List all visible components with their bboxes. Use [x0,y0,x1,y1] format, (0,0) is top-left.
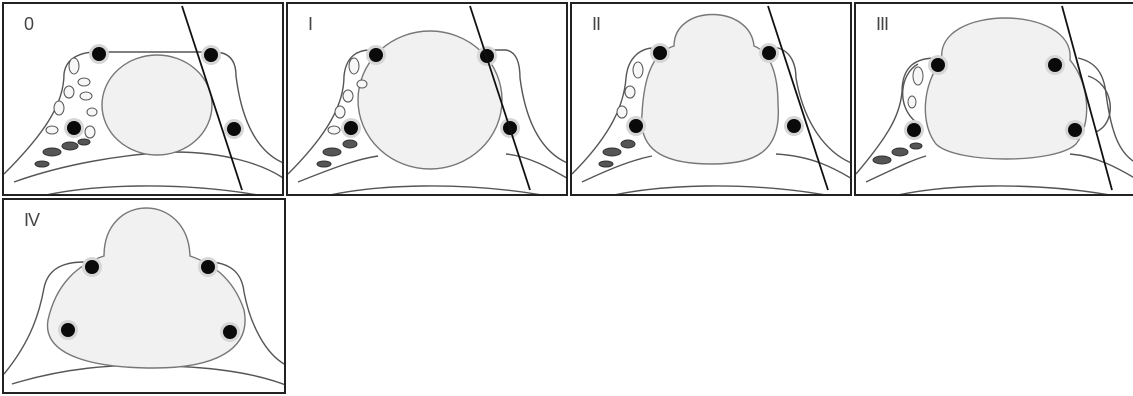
grade-4-diagram [4,200,286,394]
lower-fold [14,152,284,182]
grade-2-diagram [572,4,852,196]
bottom-curve [602,186,842,196]
grade-3-panel: III [854,2,1133,196]
lobules [35,58,97,167]
tumor [642,15,779,165]
grade-4-panel: IV [2,198,286,394]
grade-3-diagram [856,4,1133,196]
lobules [873,67,923,164]
grade-1-panel: I [286,2,568,196]
grade-0-panel: 0 [2,2,284,196]
grade-2-panel: II [570,2,852,196]
tumor [102,55,212,155]
bottom-curve [886,186,1126,196]
lobules [599,62,643,167]
tumor [925,18,1086,159]
tumor [48,208,246,368]
bottom-curve [318,186,558,196]
bottom-curve [34,186,274,196]
grade-0-diagram [4,4,284,196]
grade-1-diagram [288,4,568,196]
